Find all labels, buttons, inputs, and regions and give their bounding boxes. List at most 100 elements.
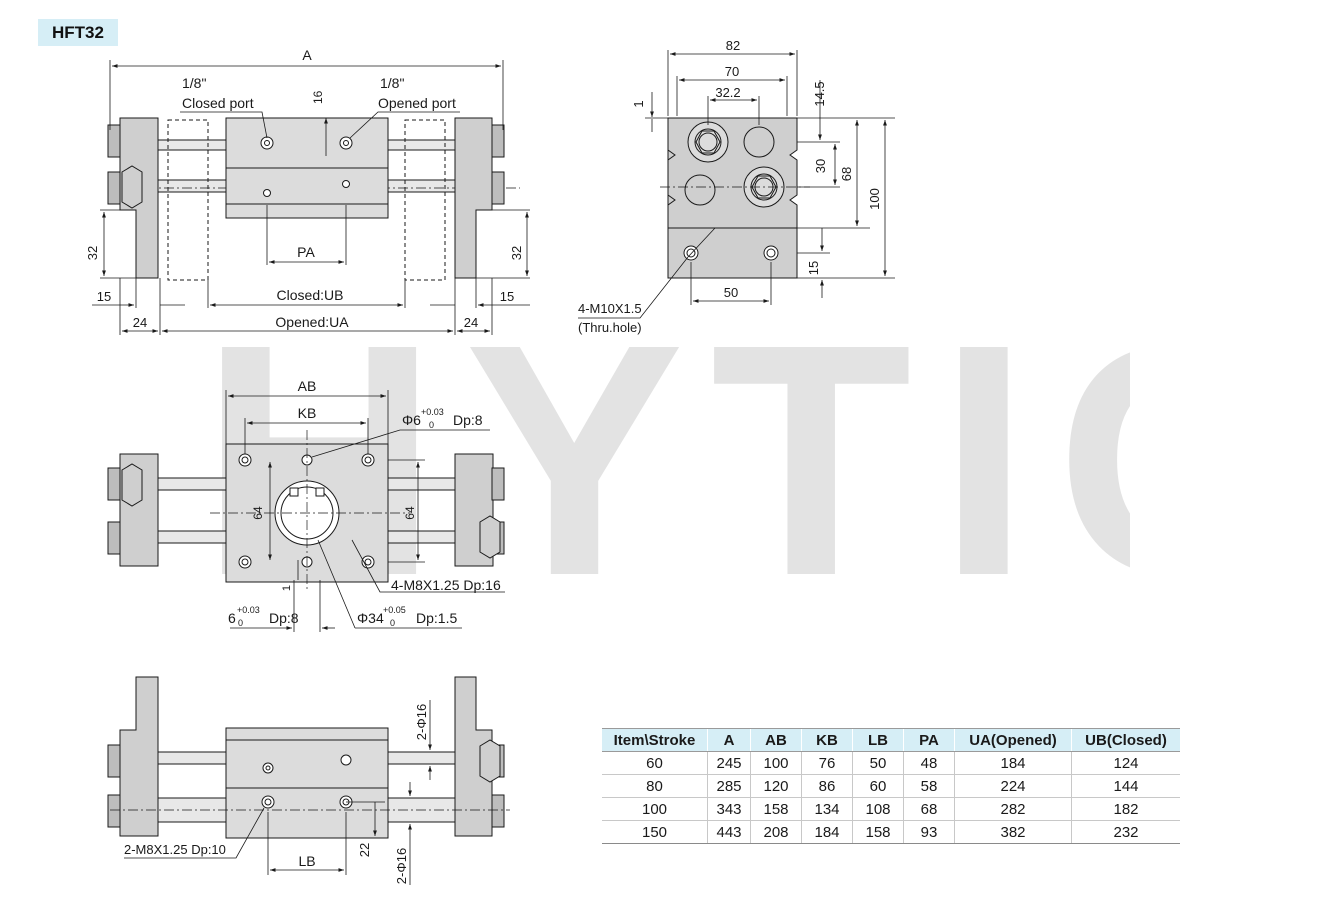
label-closed-port-size: 1/8" bbox=[182, 75, 206, 91]
label-dim-22: 22 bbox=[357, 843, 372, 857]
header-pa: PA bbox=[903, 728, 955, 752]
spec-table: Item\Stroke A AB KB LB PA UA(Opened) UB(… bbox=[602, 728, 1180, 844]
cell-lb: 108 bbox=[852, 797, 904, 821]
label-dim-1-slot: 1 bbox=[281, 585, 293, 591]
cell-ab: 120 bbox=[750, 774, 802, 798]
label-pin-hole-tol-upper: +0.03 bbox=[421, 407, 444, 417]
label-dim-70: 70 bbox=[725, 64, 739, 79]
label-pin-hole-depth: Dp:8 bbox=[453, 412, 483, 428]
cell-ua: 282 bbox=[954, 797, 1072, 821]
cell-ub: 182 bbox=[1071, 797, 1180, 821]
cell-stroke: 60 bbox=[602, 751, 708, 775]
bottom-view bbox=[107, 430, 505, 590]
label-bore: Φ34 bbox=[357, 610, 384, 626]
label-slot-depth: Dp:8 bbox=[269, 610, 299, 626]
side-view bbox=[660, 117, 810, 279]
label-dim-68: 68 bbox=[839, 167, 854, 181]
label-2phi16-top: 2-Φ16 bbox=[414, 704, 429, 740]
label-slot-tol-lower: 0 bbox=[238, 618, 243, 628]
front-view-labels: 2-Φ16 2-Φ16 2-M8X1.25 Dp:10 LB 22 bbox=[124, 704, 429, 884]
cell-stroke: 80 bbox=[602, 774, 708, 798]
header-ua: UA(Opened) bbox=[954, 728, 1072, 752]
cell-pa: 93 bbox=[903, 820, 955, 844]
label-dim-32-right: 32 bbox=[509, 246, 524, 260]
label-dim-1: 1 bbox=[631, 100, 646, 107]
top-view bbox=[107, 117, 520, 281]
label-dim-15-right: 15 bbox=[500, 289, 514, 304]
header-a: A bbox=[707, 728, 751, 752]
label-dim-15-left: 15 bbox=[97, 289, 111, 304]
label-thread-note-bottom: 4-M8X1.25 Dp:16 bbox=[391, 577, 501, 593]
label-bore-tol-upper: +0.05 bbox=[383, 605, 406, 615]
label-dim-30: 30 bbox=[813, 159, 828, 173]
label-closed-ub: Closed:UB bbox=[277, 287, 344, 303]
table-row: 80 285 120 86 60 58 224 144 bbox=[602, 774, 1180, 798]
label-thru-note: (Thru.hole) bbox=[578, 320, 642, 335]
front-view bbox=[107, 676, 510, 839]
cell-kb: 76 bbox=[801, 751, 853, 775]
header-ub: UB(Closed) bbox=[1071, 728, 1180, 752]
header-ab: AB bbox=[750, 728, 802, 752]
label-dim-24-left: 24 bbox=[133, 315, 147, 330]
cell-ab: 208 bbox=[750, 820, 802, 844]
label-dim-pa: PA bbox=[297, 244, 315, 260]
model-title-badge: HFT32 bbox=[38, 19, 118, 46]
label-dim-32-2: 32.2 bbox=[715, 85, 740, 100]
cell-ub: 144 bbox=[1071, 774, 1180, 798]
cell-a: 245 bbox=[707, 751, 751, 775]
label-dim-64-right: 64 bbox=[403, 506, 417, 520]
cell-ab: 100 bbox=[750, 751, 802, 775]
label-dim-a: A bbox=[302, 47, 312, 63]
label-bore-depth: Dp:1.5 bbox=[416, 610, 457, 626]
cell-a: 443 bbox=[707, 820, 751, 844]
cell-stroke: 150 bbox=[602, 820, 708, 844]
label-pin-hole: Φ6 bbox=[402, 412, 421, 428]
label-slot-tol-upper: +0.03 bbox=[237, 605, 260, 615]
bottom-view-labels: AB KB Φ6 +0.03 0 Dp:8 64 64 1 4-M8X1.25 … bbox=[228, 378, 501, 628]
cell-a: 285 bbox=[707, 774, 751, 798]
cell-ua: 382 bbox=[954, 820, 1072, 844]
table-row: 150 443 208 184 158 93 382 232 bbox=[602, 820, 1180, 844]
label-dim-82: 82 bbox=[726, 38, 740, 53]
label-dim-14-5: 14.5 bbox=[812, 81, 827, 106]
cell-ub: 124 bbox=[1071, 751, 1180, 775]
cell-ab: 158 bbox=[750, 797, 802, 821]
label-thread-note-front: 2-M8X1.25 Dp:10 bbox=[124, 842, 226, 857]
label-thread-note: 4-M10X1.5 bbox=[578, 301, 642, 316]
label-dim-16: 16 bbox=[311, 90, 325, 104]
label-dim-lb: LB bbox=[298, 853, 315, 869]
table-row: 60 245 100 76 50 48 184 124 bbox=[602, 751, 1180, 775]
cell-ua: 224 bbox=[954, 774, 1072, 798]
header-item-stroke: Item\Stroke bbox=[602, 728, 708, 752]
cell-ub: 232 bbox=[1071, 820, 1180, 844]
label-dim-ab: AB bbox=[298, 378, 317, 394]
label-opened-port: Opened port bbox=[378, 95, 456, 111]
cell-kb: 134 bbox=[801, 797, 853, 821]
label-dim-32-left: 32 bbox=[85, 246, 100, 260]
side-view-labels: 82 70 32.2 1 14.5 30 68 100 15 50 4-M10X… bbox=[578, 38, 882, 335]
cell-kb: 86 bbox=[801, 774, 853, 798]
label-slot: 6 bbox=[228, 610, 236, 626]
label-dim-24-right: 24 bbox=[464, 315, 478, 330]
cell-ua: 184 bbox=[954, 751, 1072, 775]
bottom-view-dimensions bbox=[225, 390, 505, 632]
cell-pa: 48 bbox=[903, 751, 955, 775]
label-bore-tol-lower: 0 bbox=[390, 618, 395, 628]
table-header-row: Item\Stroke A AB KB LB PA UA(Opened) UB(… bbox=[602, 728, 1180, 752]
top-view-dimensions bbox=[92, 60, 530, 335]
cell-pa: 68 bbox=[903, 797, 955, 821]
cell-stroke: 100 bbox=[602, 797, 708, 821]
label-dim-kb: KB bbox=[298, 405, 317, 421]
label-2phi16-bottom: 2-Φ16 bbox=[394, 848, 409, 884]
label-dim-15: 15 bbox=[806, 261, 821, 275]
label-dim-100: 100 bbox=[867, 188, 882, 210]
label-pin-hole-tol-lower: 0 bbox=[429, 420, 434, 430]
label-opened-ua: Opened:UA bbox=[275, 314, 349, 330]
side-view-dimensions bbox=[578, 50, 895, 319]
cell-lb: 60 bbox=[852, 774, 904, 798]
cell-lb: 158 bbox=[852, 820, 904, 844]
label-closed-port: Closed port bbox=[182, 95, 254, 111]
cell-lb: 50 bbox=[852, 751, 904, 775]
header-lb: LB bbox=[852, 728, 904, 752]
